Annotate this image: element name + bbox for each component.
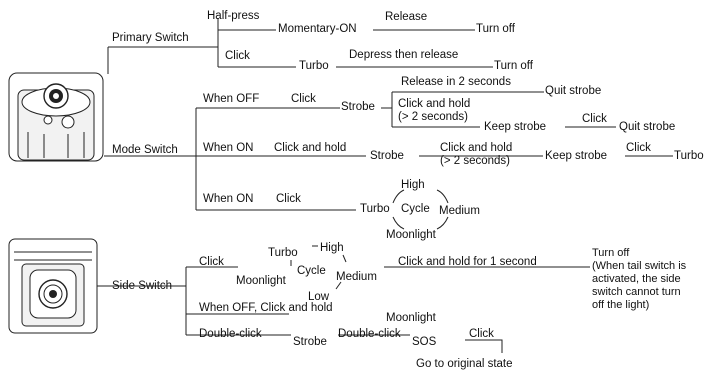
mode-cycle-label: Cycle bbox=[401, 203, 430, 215]
mode-row3-action: Click bbox=[276, 193, 301, 205]
mode-row2-action: Click and hold bbox=[274, 142, 347, 154]
quit-strobe-label: Quit strobe bbox=[545, 85, 602, 97]
mode-row2-when: When ON bbox=[203, 142, 254, 154]
side-cycle-label: Cycle bbox=[297, 265, 326, 277]
release-label: Release bbox=[385, 11, 428, 23]
side-double-click-2: Double-click bbox=[338, 328, 401, 340]
release-2s-label: Release in 2 seconds bbox=[401, 76, 511, 88]
flashlight-tail-illustration bbox=[8, 72, 104, 162]
depress-release-label: Depress then release bbox=[349, 49, 459, 61]
mode-high-label: High bbox=[401, 179, 425, 191]
mode-row1-strobe: Strobe bbox=[341, 101, 375, 113]
mode-row2-strobe: Strobe bbox=[370, 150, 404, 162]
row1-keep-strobe: Keep strobe bbox=[484, 121, 547, 133]
side-moonlight-label: Moonlight bbox=[236, 275, 286, 287]
momentary-on-label: Momentary-ON bbox=[278, 23, 357, 35]
side-turbo-label: Turbo bbox=[268, 247, 298, 259]
side-switch-label: Side Switch bbox=[112, 280, 173, 292]
row2-keep-click: Click bbox=[626, 142, 651, 154]
side-double-click: Double-click bbox=[199, 328, 262, 340]
primary-click-label: Click bbox=[225, 50, 250, 62]
side-moonlight-2: Moonlight bbox=[386, 312, 436, 324]
side-hold-1s-label: Click and hold for 1 second bbox=[398, 256, 537, 268]
mode-medium-label: Medium bbox=[439, 205, 480, 217]
side-sos-label: SOS bbox=[412, 336, 437, 348]
side-turn-off-note: Turn off (When tail switch is activated,… bbox=[592, 247, 687, 311]
row2-click-hold-label: Click and hold (> 2 seconds) bbox=[440, 142, 513, 167]
mode-row1-action: Click bbox=[291, 93, 316, 105]
row2-keep-strobe: Keep strobe bbox=[545, 150, 608, 162]
mode-moonlight-label: Moonlight bbox=[386, 229, 436, 241]
side-high-label: High bbox=[320, 242, 344, 254]
side-strobe-label: Strobe bbox=[293, 336, 327, 348]
mode-row3-when: When ON bbox=[203, 193, 254, 205]
turn-off-label-1: Turn off bbox=[476, 23, 515, 35]
side-medium-label: Medium bbox=[336, 271, 377, 283]
side-when-off-hold: When OFF, Click and hold bbox=[199, 302, 333, 314]
mode-row3-turbo: Turbo bbox=[360, 203, 390, 215]
mode-row1-when: When OFF bbox=[203, 93, 260, 105]
side-click-label: Click bbox=[199, 256, 224, 268]
side-sos-click: Click bbox=[469, 328, 494, 340]
turn-off-label-2: Turn off bbox=[494, 60, 533, 72]
go-original-state-label: Go to original state bbox=[416, 358, 513, 370]
row1-quit-strobe-2: Quit strobe bbox=[619, 121, 676, 133]
mode-switch-label: Mode Switch bbox=[112, 144, 178, 156]
row1-click-hold-label: Click and hold (> 2 seconds) bbox=[398, 98, 471, 123]
row2-turbo: Turbo bbox=[674, 150, 704, 162]
side-low-label: Low bbox=[308, 291, 330, 303]
primary-turbo-label: Turbo bbox=[299, 60, 329, 72]
primary-switch-label: Primary Switch bbox=[112, 32, 189, 44]
flashlight-side-illustration bbox=[8, 238, 98, 334]
half-press-label: Half-press bbox=[207, 10, 260, 22]
row1-keep-click: Click bbox=[582, 113, 607, 125]
